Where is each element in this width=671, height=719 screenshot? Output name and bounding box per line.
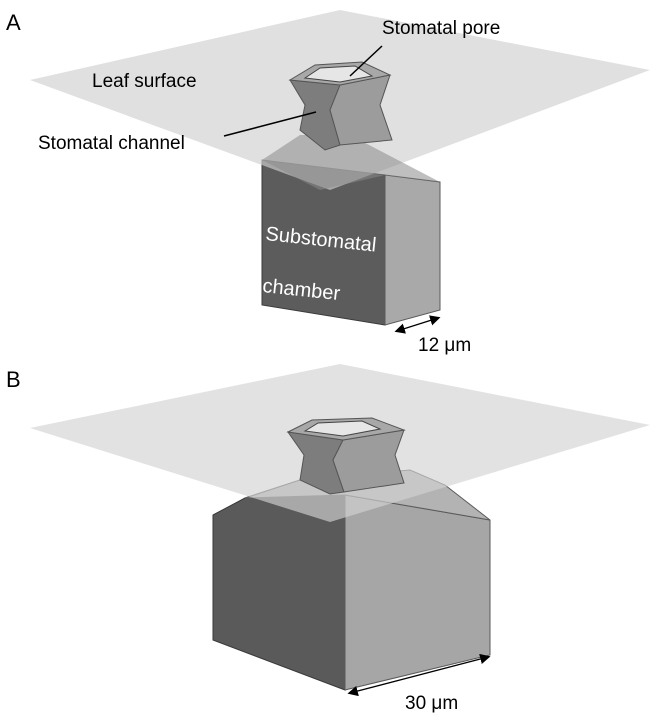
panel-b: B 30 μm	[6, 364, 650, 714]
stomatal-pore-label: Stomatal pore	[382, 18, 500, 39]
panel-a-letter: A	[6, 10, 21, 35]
scale-bar-a-arrow	[394, 315, 441, 334]
stomatal-channel-label: Stomatal channel	[38, 133, 185, 154]
panel-b-letter: B	[6, 367, 21, 392]
stomatal-pore-opening-a	[303, 65, 374, 83]
leaf-surface-label: Leaf surface	[92, 71, 197, 92]
stomatal-channel-b	[286, 417, 406, 495]
chamber-side-face-b	[344, 494, 491, 691]
scale-bar-a-label: 12 μm	[418, 335, 471, 356]
scale-bar-b-label: 30 μm	[405, 693, 458, 714]
stomatal-pore-opening-b	[303, 420, 382, 437]
chamber-side-face-a	[384, 174, 441, 326]
stomatal-pore-leader-line	[349, 45, 383, 77]
scale-bar-b-arrow	[347, 653, 491, 697]
chamber-roof-a	[262, 135, 440, 190]
panel-a: A Leaf surface Stomatal pore Stomatal c	[6, 10, 650, 356]
stomatal-channel-leader-line	[223, 111, 317, 137]
substomatal-chamber-box-a	[261, 159, 441, 326]
stomatal-channel-a	[288, 61, 393, 151]
